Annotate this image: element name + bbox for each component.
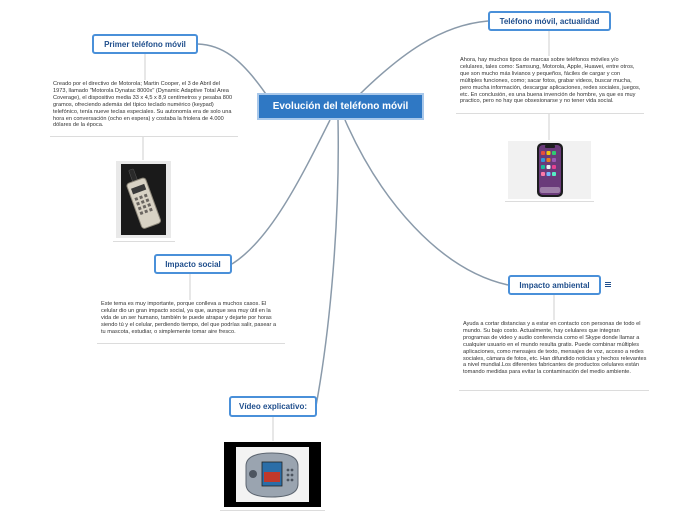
image-actualidad-underline — [505, 201, 594, 202]
topic-primer-telefono[interactable]: Primer teléfono móvil — [92, 34, 198, 54]
note-primer-underline — [50, 136, 238, 137]
topic-ambiental-label: Impacto ambiental — [519, 280, 590, 290]
topic-impacto-social[interactable]: Impacto social — [154, 254, 232, 274]
note-impacto-social: Este tema es muy importante, porque conl… — [101, 301, 277, 335]
connector-primer — [197, 43, 271, 101]
note-ambiental-underline — [459, 390, 649, 391]
topic-primer-label: Primer teléfono móvil — [104, 39, 186, 49]
connector-actualidad — [359, 20, 489, 95]
motorola-dynatac-phone-image — [116, 161, 171, 238]
topic-video-label: Vídeo explicativo: — [238, 402, 308, 411]
topic-impacto-ambiental[interactable]: Impacto ambiental — [508, 275, 601, 295]
connector-social — [231, 119, 331, 265]
image-primer-underline — [113, 241, 175, 242]
topic-video-explicativo[interactable]: Vídeo explicativo: — [229, 396, 317, 417]
nokia-ngage-phone-image — [224, 442, 321, 507]
connector-ambiental — [344, 119, 509, 286]
video-thumbnail[interactable] — [224, 442, 321, 507]
note-primer-telefono: Creado por el directivo de Motorola; Mar… — [53, 81, 233, 129]
modern-smartphone-image — [508, 141, 591, 199]
note-social-underline — [97, 343, 285, 344]
topic-actualidad-label: Teléfono móvil, actualidad — [499, 16, 600, 26]
central-topic-label: Evolución del teléfono móvil — [272, 101, 409, 112]
connector-video — [315, 119, 339, 407]
image-motorola-dynatac[interactable] — [116, 161, 171, 238]
topic-social-label: Impacto social — [165, 259, 221, 269]
topic-telefono-actualidad[interactable]: Teléfono móvil, actualidad — [488, 11, 611, 31]
image-modern-smartphone[interactable] — [508, 141, 591, 199]
video-underline — [220, 510, 325, 511]
note-actualidad-underline — [456, 113, 644, 114]
note-impacto-ambiental: Ayuda a cortar distancias y a estar en c… — [463, 321, 647, 376]
notes-icon[interactable] — [605, 281, 611, 288]
note-telefono-actualidad: Ahora, hay muchos tipos de marcas sobre … — [460, 57, 641, 105]
central-topic[interactable]: Evolución del teléfono móvil — [257, 93, 424, 120]
